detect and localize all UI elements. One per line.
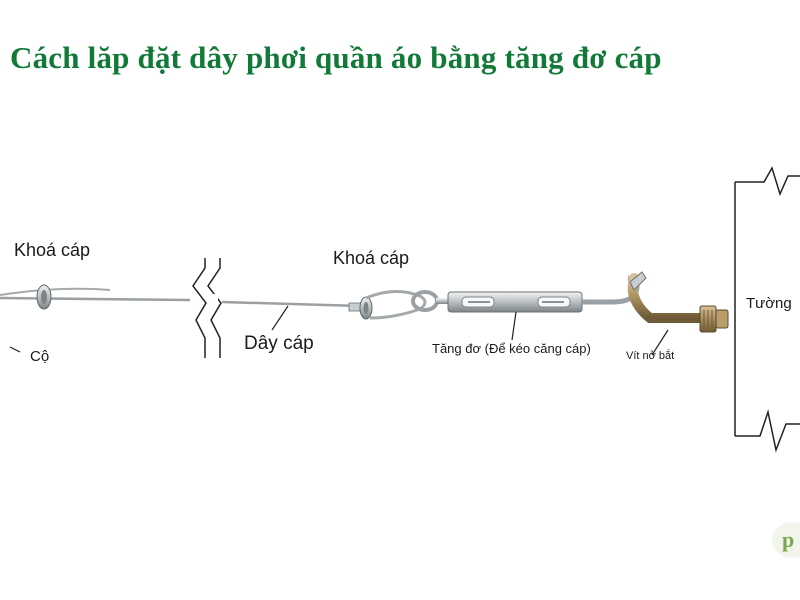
- cable-loop-left: [0, 287, 111, 296]
- cable-leader-line: [271, 305, 289, 331]
- label-wall: Tường: [746, 295, 792, 312]
- cable-break-symbol: [192, 258, 222, 358]
- page-title: Cách lăp đặt dây phơi quần áo bằng tăng …: [10, 40, 662, 75]
- cable-clamp-right: [348, 290, 427, 320]
- label-wall-anchor: Vít nở bắt: [626, 350, 675, 362]
- post-leader-line: [9, 346, 21, 353]
- cable-clamp-left: [36, 284, 52, 310]
- cable-left-segment: [0, 296, 191, 302]
- label-cable-clamp-right: Khoá cáp: [333, 248, 410, 268]
- label-post: Cộ: [30, 348, 50, 365]
- turnbuckle-leader-line: [511, 311, 517, 341]
- label-turnbuckle: Tăng đơ (Để kéo căng cáp): [432, 341, 591, 356]
- watermark-logo: p: [772, 522, 800, 558]
- label-cable: Dây cáp: [244, 333, 314, 354]
- cable-right-segment: [221, 300, 361, 308]
- hook-bolt: [627, 271, 729, 333]
- anchor-leader-line: [651, 329, 669, 356]
- turnbuckle-eye-left: [411, 290, 450, 312]
- label-cable-clamp-left: Khoá cáp: [14, 240, 91, 260]
- wall-outline: [734, 166, 800, 453]
- turnbuckle-body: [447, 291, 583, 313]
